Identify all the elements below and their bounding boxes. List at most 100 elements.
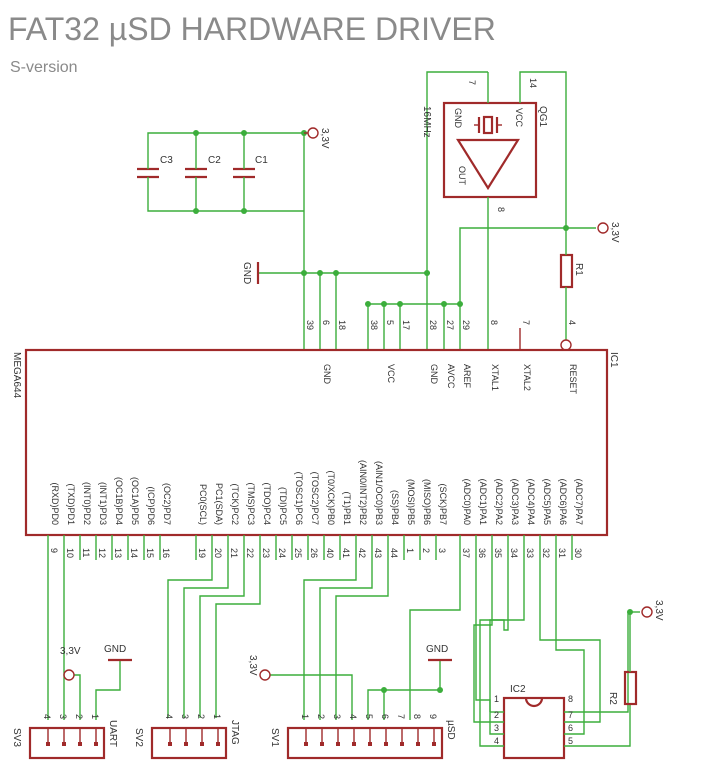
ic1-top-pin-number: 18: [337, 320, 347, 330]
connector-pin-end: [384, 742, 388, 746]
uart-gnd-label: GND: [104, 644, 126, 655]
ic1-top-pin-number: 5: [385, 320, 395, 325]
connector-pin-number: 1: [300, 714, 310, 719]
ic1-bottom-pin-label: (MOSI)PB5: [406, 479, 416, 525]
connector-pin-number: 2: [74, 714, 84, 719]
ic1-bottom-pin-label: (RXD)PD0: [50, 482, 60, 525]
ic1-bottom-pin-label: (ADC5)PA5: [542, 479, 552, 525]
ic1-bottom-pin-label: (ADC7)PA7: [574, 479, 584, 525]
ic1-bottom-pin-number: 32: [541, 548, 551, 558]
ic1-bottom-pin-number: 44: [389, 548, 399, 558]
ic2-pin6: 6: [568, 723, 573, 733]
qg1-gnd-label: GND: [453, 108, 463, 129]
ic2-pin1: 1: [494, 694, 499, 704]
qg1-vcc-label: VCC: [514, 108, 524, 128]
connector-pin-number: 4: [164, 714, 174, 719]
ic1-bottom-pin-label: (ADC3)PA3: [510, 479, 520, 525]
connector-pin-end: [352, 742, 356, 746]
ic1-top-pin-label: AREF: [462, 364, 472, 389]
connector-pin-number: 4: [42, 714, 52, 719]
usd-3v3-label: 3,3V: [247, 655, 258, 676]
connector-pin-end: [46, 742, 50, 746]
ic1-top-pin-number: 27: [445, 320, 455, 330]
connector-pin-number: 2: [196, 714, 206, 719]
connector-pin-number: 6: [380, 714, 390, 719]
connector-pin-number: 7: [396, 714, 406, 719]
gnd-label: GND: [241, 262, 252, 284]
ic1-bottom-pin-label: (AIN1/OC0)PB3: [374, 461, 384, 525]
connector-pin-end: [432, 742, 436, 746]
ic1-top-pin-label: GND: [322, 364, 332, 385]
connector-pin-number: 8: [412, 714, 422, 719]
ic1-bottom-pin-label: (ADC0)PA0: [462, 479, 472, 525]
ic1-bottom-pin-number: 3: [437, 548, 447, 553]
connector-pin-end: [184, 742, 188, 746]
ic1-bottom-pin-number: 30: [573, 548, 583, 558]
uart-wiring: 3,3V GND: [47, 560, 132, 720]
ic2-pin7: 7: [568, 710, 573, 720]
qg1-name: QG1: [537, 106, 548, 128]
cap-label-c3: C3: [160, 155, 173, 166]
ic1-bottom-pin-label: (AIN0/INT2)PB2: [358, 460, 368, 525]
ic1-bottom-pin-label: (TOSC1)PC6: [294, 472, 304, 525]
ic2-pin8: 8: [568, 694, 573, 704]
connector-pin-end: [400, 742, 404, 746]
connector-pin-number: 3: [58, 714, 68, 719]
connector-pin-number: 1: [90, 714, 100, 719]
connector-pin-end: [200, 742, 204, 746]
ic1-bottom-pin-number: 43: [373, 548, 383, 558]
ic1-type: MEGA644: [11, 352, 22, 399]
ic1-bottom-pin-label: (ADC6)PA6: [558, 479, 568, 525]
resistor-r2: [623, 670, 638, 706]
qg1-out-label: OUT: [457, 166, 467, 186]
ic1-bottom-pin-number: 12: [97, 548, 107, 558]
connector-label: JTAG: [229, 720, 240, 745]
ic1-top-pin-number: 29: [461, 320, 471, 330]
ic2-pin4: 4: [494, 736, 499, 746]
ic1-bottom-pin-number: 14: [129, 548, 139, 558]
uart-3v3-label: 3,3V: [60, 646, 81, 657]
page-title: FAT32 µSD HARDWARE DRIVER: [8, 11, 496, 47]
ic1-bottom-pin-number: 25: [293, 548, 303, 558]
ic1-bottom-pin-label: (TDO)PC4: [262, 483, 272, 526]
connector-pin-number: 1: [212, 714, 222, 719]
connector-pin-number: 3: [332, 714, 342, 719]
ic1-bottom-pin-label: PC1(SDA): [214, 483, 224, 525]
qg1-pin7: 7: [467, 80, 477, 85]
connector-pin-number: 2: [316, 714, 326, 719]
ic1-bottom-pin-label: (TCK)PC2: [230, 483, 240, 525]
ic1-bottom-pin-number: 23: [261, 548, 271, 558]
supply-3v3-r1-symbol: [597, 222, 609, 234]
ic1-bottom-pin-label: (INT1)PD3: [98, 482, 108, 525]
ic1-bottom-pin-number: 35: [493, 548, 503, 558]
connector-pin-number: 9: [428, 714, 438, 719]
ic1-top-pin-label: XTAL1: [490, 364, 500, 391]
connector-pin-number: 3: [180, 714, 190, 719]
ic2-pin5: 5: [568, 736, 573, 746]
connector-pin-end: [168, 742, 172, 746]
ic1-bottom-pin-label: (ADC1)PA1: [478, 479, 488, 525]
ic1-bottom-pin-label: (TXD)PD1: [66, 483, 76, 525]
qg1-frequency: 16MHz: [421, 106, 432, 138]
ic1-top-pin-number: 38: [369, 320, 379, 330]
supply-3v3-r1-label: 3,3V: [609, 222, 620, 243]
ic1-bottom-pin-number: 36: [477, 548, 487, 558]
connector-pin-number: 4: [348, 714, 358, 719]
r2-label: R2: [607, 692, 618, 705]
connector-name: SV1: [269, 728, 280, 747]
connector-pin-number: 5: [364, 714, 374, 719]
jtag-wiring: [167, 560, 261, 718]
ic1-name: IC1: [608, 352, 619, 368]
ic1-bottom-pin-label: (OC1B)PD4: [114, 477, 124, 525]
resistor-r1: [559, 253, 574, 289]
ic1-top-pin-number: 17: [401, 320, 411, 330]
cap-label-c1: C1: [255, 155, 268, 166]
ic1-bottom-pin-label: (TOSC2)PC7: [310, 472, 320, 525]
connector-pin-end: [320, 742, 324, 746]
ic1-bottom-pin-number: 31: [557, 548, 567, 558]
ic1-bottom-pin-number: 11: [81, 548, 91, 557]
connector-sv1: [286, 726, 444, 760]
ic2-pin3: 3: [494, 723, 499, 733]
